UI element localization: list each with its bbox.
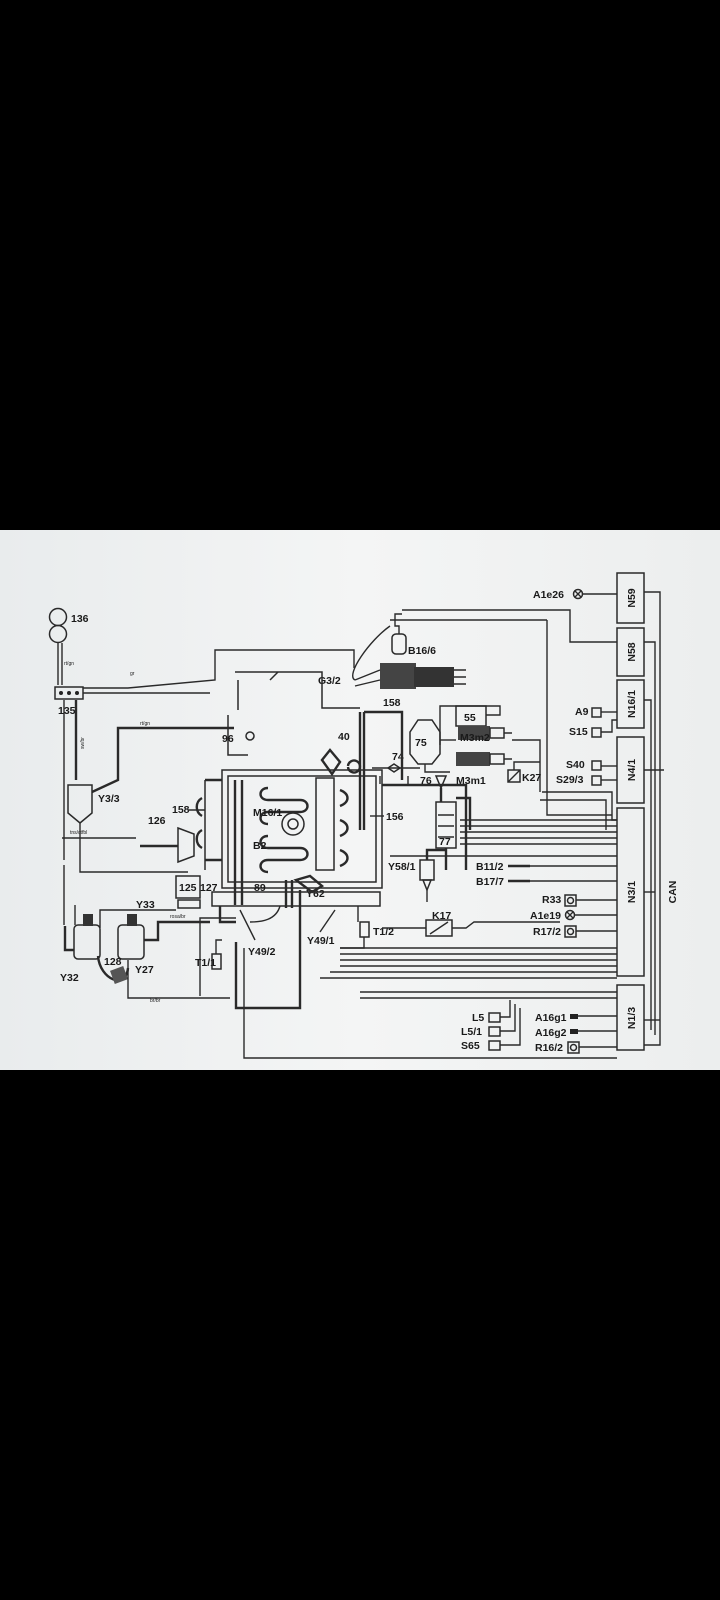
c74-label: 74 <box>392 751 404 763</box>
r17-2-label: R17/2 <box>533 926 561 938</box>
c125-label: 125 <box>179 882 197 894</box>
c75-label: 75 <box>415 737 427 749</box>
t1-2-label: T1/2 <box>373 926 394 938</box>
a9-label: A9 <box>575 706 589 718</box>
b16-6-label: B16/6 <box>408 645 436 657</box>
module-n59: N59 <box>616 572 645 624</box>
n59-label: N59 <box>626 588 638 607</box>
svg-text:sw/br: sw/br <box>80 737 86 749</box>
a1e26-label: A1e26 <box>533 589 564 601</box>
a1e19-label: A1e19 <box>530 910 561 922</box>
module-n16-1: N16/1 <box>616 679 645 729</box>
t1-1-label: T1/1 <box>195 957 216 969</box>
c136-label: 136 <box>71 613 89 625</box>
y3-3-label: Y3/3 <box>98 793 120 805</box>
c156-label: 156 <box>386 811 404 823</box>
wiring-diagram-photo: N59 N58 N16/1 N4/1 N3/1 N1/3 CAN A1e26 A… <box>0 530 720 1070</box>
top-center-components: B16/6 G3/2 158 <box>318 613 466 709</box>
module-n1-3: N1/3 <box>616 984 645 1051</box>
y58-1-label: Y58/1 <box>388 861 416 873</box>
m16-1-label: M16/1 <box>253 807 282 819</box>
c55-label: 55 <box>464 712 476 724</box>
svg-text:rosa/br: rosa/br <box>170 914 186 920</box>
c76-label: 76 <box>420 775 432 787</box>
s40-label: S40 <box>566 759 585 771</box>
n58-label: N58 <box>626 642 638 661</box>
l5-1-label: L5/1 <box>461 1026 482 1038</box>
y49-1-label: Y49/1 <box>307 935 335 947</box>
right-components: A1e26 A9 S15 S40 S29/3 B11/2 B17/7 R33 A… <box>461 588 617 1054</box>
k27-label: K27 <box>522 772 541 784</box>
c135-label: 135 <box>58 705 76 717</box>
engine-block: 96 40 158 156 M16/1 B2 89 Y62 <box>172 671 404 1010</box>
y49-2-label: Y49/2 <box>248 946 276 958</box>
module-n58: N58 <box>616 627 645 677</box>
b2-label: B2 <box>253 840 267 852</box>
can-label: CAN <box>667 881 679 904</box>
c127-label: 127 <box>200 882 218 894</box>
m3m2-label: M3m2 <box>460 732 490 744</box>
fuel-components: 55 M3m2 M3m1 75 74 76 K27 77 Y58/ <box>364 705 560 937</box>
b17-7-label: B17/7 <box>476 876 504 888</box>
svg-text:gr: gr <box>130 671 135 677</box>
s15-label: S15 <box>569 726 588 738</box>
n4-1-label: N4/1 <box>626 759 638 781</box>
l5-label: L5 <box>472 1012 484 1024</box>
left-components: 136 rt/gn 135 sw/br gr Y3/3 rt/gn 126 tn… <box>48 607 355 1004</box>
wire-bundle <box>243 609 617 1059</box>
g3-2-label: G3/2 <box>318 675 341 687</box>
c128-label: 128 <box>104 956 122 968</box>
s29-3-label: S29/3 <box>556 774 584 786</box>
svg-text:br/br: br/br <box>150 998 161 1004</box>
n16-1-label: N16/1 <box>626 690 638 718</box>
b11-2-label: B11/2 <box>476 861 504 873</box>
c40-label: 40 <box>338 731 350 743</box>
y32-label: Y32 <box>60 972 79 984</box>
svg-text:rt/gn: rt/gn <box>140 721 150 727</box>
n3-1-label: N3/1 <box>626 881 638 903</box>
r33-label: R33 <box>542 894 561 906</box>
c158b-label: 158 <box>172 804 190 816</box>
c77-label: 77 <box>439 836 451 848</box>
svg-text:tns/ctfbl: tns/ctfbl <box>70 830 87 836</box>
can-bus-lines <box>644 591 664 1046</box>
g3-2-body <box>380 663 416 689</box>
c96-label: 96 <box>222 733 234 745</box>
c126-label: 126 <box>148 815 166 827</box>
r16-2-label: R16/2 <box>535 1042 563 1054</box>
y33-label: Y33 <box>136 899 155 911</box>
svg-text:rt/gn: rt/gn <box>64 661 74 667</box>
a16g2-label: A16g2 <box>535 1027 567 1039</box>
y27-label: Y27 <box>135 964 154 976</box>
k17-label: K17 <box>432 910 451 922</box>
n1-3-label: N1/3 <box>626 1007 638 1029</box>
c89-label: 89 <box>254 882 266 894</box>
s65-label: S65 <box>461 1040 480 1052</box>
c158-label: 158 <box>383 697 401 709</box>
a16g1-label: A16g1 <box>535 1012 567 1024</box>
